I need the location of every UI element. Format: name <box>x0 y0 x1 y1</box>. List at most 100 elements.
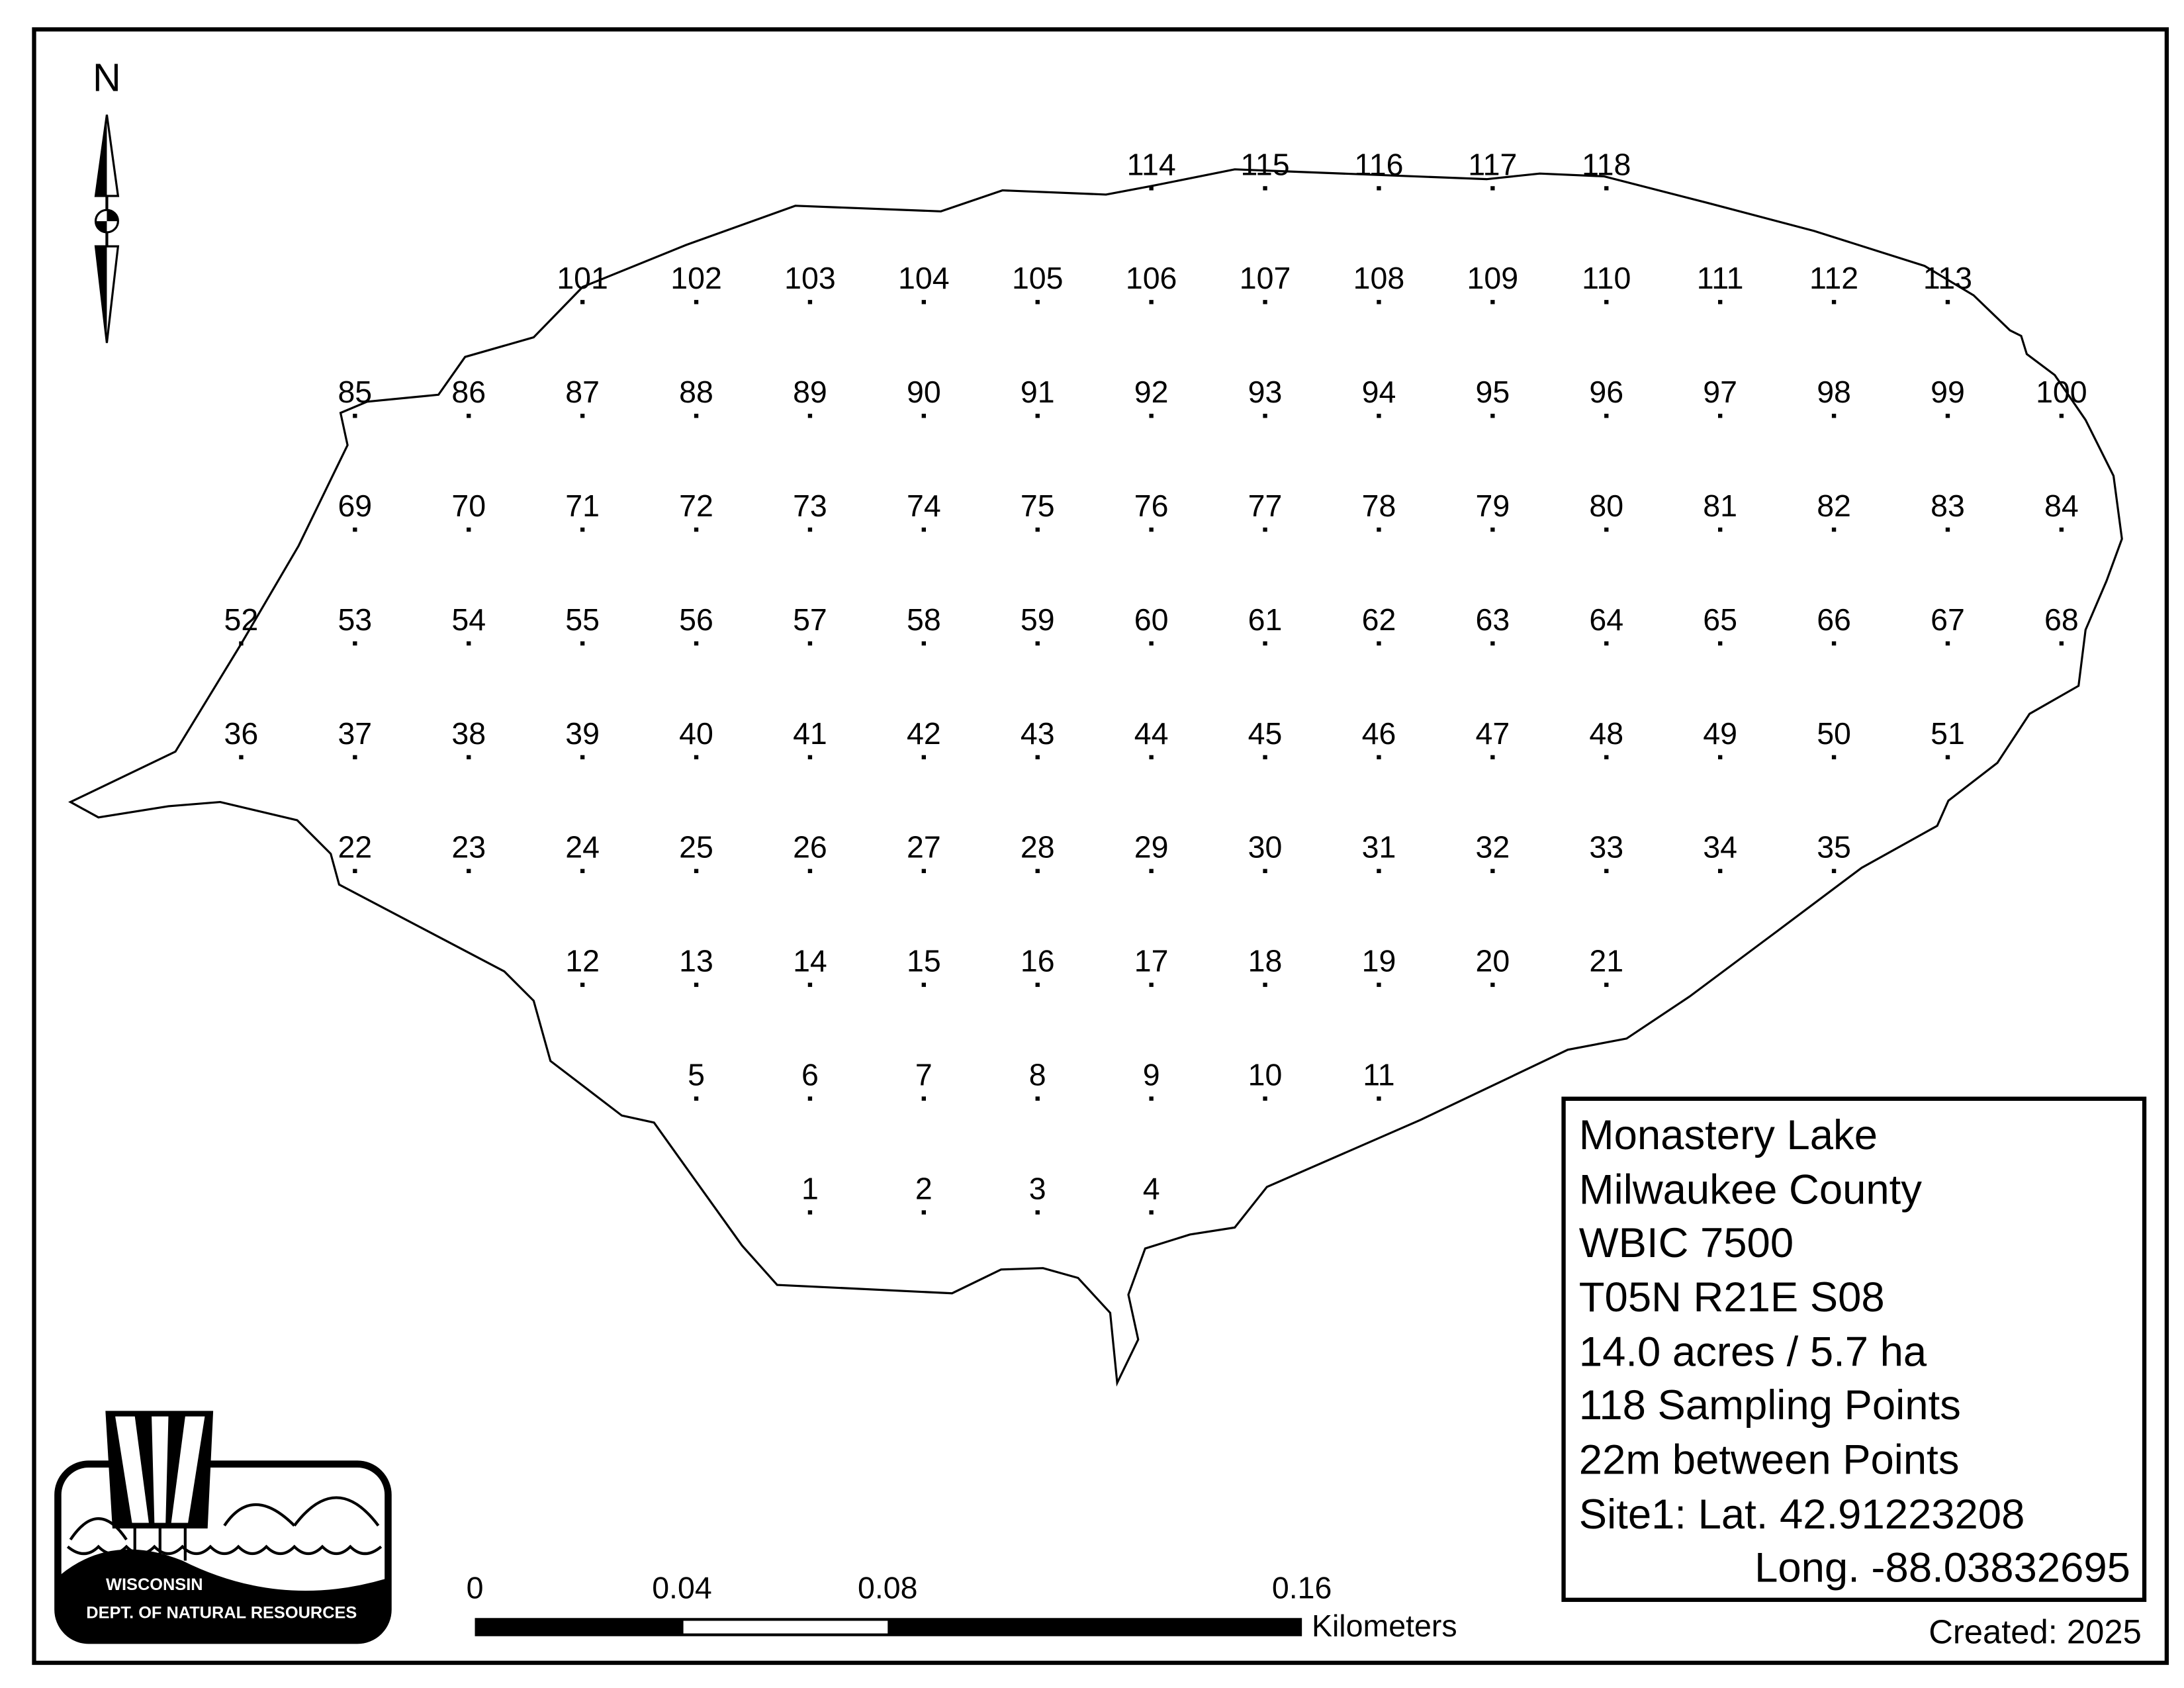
sampling-point-marker <box>1377 868 1381 873</box>
sampling-point-label: 45 <box>1248 716 1283 751</box>
sampling-point-label: 12 <box>565 944 600 978</box>
sampling-point-40: 40 <box>679 716 713 760</box>
sampling-point-label: 72 <box>679 489 713 523</box>
sampling-point-115: 115 <box>1240 147 1290 191</box>
sampling-point-marker <box>1604 527 1609 532</box>
sampling-point-38: 38 <box>451 716 486 760</box>
legend-points-count: 118 Sampling Points <box>1579 1382 1961 1429</box>
sampling-point-63: 63 <box>1475 602 1510 646</box>
sampling-point-label: 76 <box>1134 489 1169 523</box>
sampling-point-53: 53 <box>338 602 372 646</box>
sampling-point-label: 100 <box>2036 375 2087 409</box>
sampling-point-label: 60 <box>1134 602 1169 637</box>
map-frame <box>32 27 2169 1665</box>
sampling-point-marker <box>1604 186 1609 191</box>
sampling-point-46: 46 <box>1362 716 1396 760</box>
sampling-point-marker <box>353 755 357 760</box>
sampling-point-marker <box>1377 527 1381 532</box>
scale-tick-0-08: 0.08 <box>858 1571 918 1605</box>
sampling-point-30: 30 <box>1248 830 1282 873</box>
sampling-point-19: 19 <box>1362 944 1396 987</box>
sampling-point-label: 86 <box>451 375 486 409</box>
sampling-point-label: 112 <box>1809 261 1858 295</box>
sampling-point-label: 113 <box>1923 261 1972 295</box>
sampling-point-marker <box>1263 982 1267 987</box>
sampling-point-57: 57 <box>793 602 827 646</box>
sampling-point-26: 26 <box>793 830 827 873</box>
sampling-point-97: 97 <box>1703 375 1737 418</box>
legend-longitude: Long. -88.03832695 <box>1754 1544 2130 1591</box>
sampling-point-54: 54 <box>451 602 486 646</box>
sampling-point-marker <box>467 527 471 532</box>
sampling-point-marker <box>1490 982 1495 987</box>
sampling-point-23: 23 <box>451 830 486 873</box>
sampling-point-marker <box>807 1210 813 1215</box>
sampling-point-marker <box>1945 300 1950 305</box>
sampling-point-label: 108 <box>1353 261 1405 295</box>
sampling-point-label: 26 <box>793 830 827 865</box>
sampling-point-84: 84 <box>2044 489 2079 532</box>
sampling-point-label: 9 <box>1143 1058 1160 1092</box>
sampling-point-86: 86 <box>451 375 486 418</box>
sampling-point-marker <box>467 641 471 646</box>
sampling-point-marker <box>1604 414 1609 418</box>
sampling-point-11: 11 <box>1363 1058 1395 1101</box>
sampling-point-78: 78 <box>1362 489 1396 532</box>
sampling-point-label: 87 <box>565 375 600 409</box>
sampling-point-label: 42 <box>907 716 941 751</box>
sampling-point-marker <box>580 755 585 760</box>
sampling-point-101: 101 <box>557 261 608 305</box>
sampling-point-10: 10 <box>1248 1058 1283 1101</box>
sampling-point-81: 81 <box>1703 489 1737 532</box>
sampling-point-marker <box>694 868 699 873</box>
sampling-point-60: 60 <box>1134 602 1169 646</box>
sampling-point-112: 112 <box>1809 261 1858 305</box>
sampling-point-marker <box>807 868 813 873</box>
sampling-point-label: 10 <box>1248 1058 1283 1092</box>
sampling-point-98: 98 <box>1817 375 1851 418</box>
sampling-point-marker <box>1149 755 1154 760</box>
sampling-point-55: 55 <box>565 602 600 646</box>
sampling-point-label: 85 <box>338 375 372 409</box>
sampling-point-marker <box>353 527 357 532</box>
sampling-point-113: 113 <box>1923 261 1972 305</box>
sampling-point-label: 39 <box>565 716 600 751</box>
sampling-point-label: 43 <box>1021 716 1055 751</box>
sampling-point-33: 33 <box>1589 830 1623 873</box>
sampling-point-9: 9 <box>1143 1058 1160 1101</box>
legend-plss: T05N R21E S08 <box>1579 1274 1885 1321</box>
sampling-point-marker <box>1717 414 1723 418</box>
sampling-point-108: 108 <box>1353 261 1405 305</box>
sampling-point-marker <box>1035 755 1040 760</box>
sampling-point-47: 47 <box>1475 716 1510 760</box>
north-label: N <box>93 55 121 99</box>
sampling-point-72: 72 <box>679 489 713 532</box>
sampling-point-marker <box>1035 982 1040 987</box>
sampling-point-label: 53 <box>338 602 372 637</box>
sampling-point-label: 63 <box>1475 602 1510 637</box>
sampling-point-marker <box>921 1210 927 1215</box>
sampling-point-marker <box>694 1096 699 1101</box>
sampling-point-marker <box>1263 1096 1267 1101</box>
sampling-point-marker <box>1945 527 1950 532</box>
sampling-point-label: 99 <box>1931 375 1965 409</box>
sampling-point-89: 89 <box>793 375 827 418</box>
sampling-point-marker <box>1377 641 1381 646</box>
sampling-point-marker <box>580 982 585 987</box>
sampling-point-label: 22 <box>338 830 372 865</box>
sampling-point-marker <box>921 755 927 760</box>
sampling-point-41: 41 <box>793 716 827 760</box>
sampling-point-61: 61 <box>1248 602 1282 646</box>
sampling-point-marker <box>1263 300 1267 305</box>
sampling-point-28: 28 <box>1021 830 1055 873</box>
sampling-point-marker <box>1149 641 1154 646</box>
sampling-point-marker <box>921 414 927 418</box>
sampling-point-118: 118 <box>1582 147 1631 191</box>
sampling-point-82: 82 <box>1817 489 1851 532</box>
sampling-point-marker <box>1149 414 1154 418</box>
sampling-point-39: 39 <box>565 716 600 760</box>
sampling-point-marker <box>1604 300 1609 305</box>
sampling-point-7: 7 <box>915 1058 933 1101</box>
legend-county: Milwaukee County <box>1579 1166 1922 1213</box>
